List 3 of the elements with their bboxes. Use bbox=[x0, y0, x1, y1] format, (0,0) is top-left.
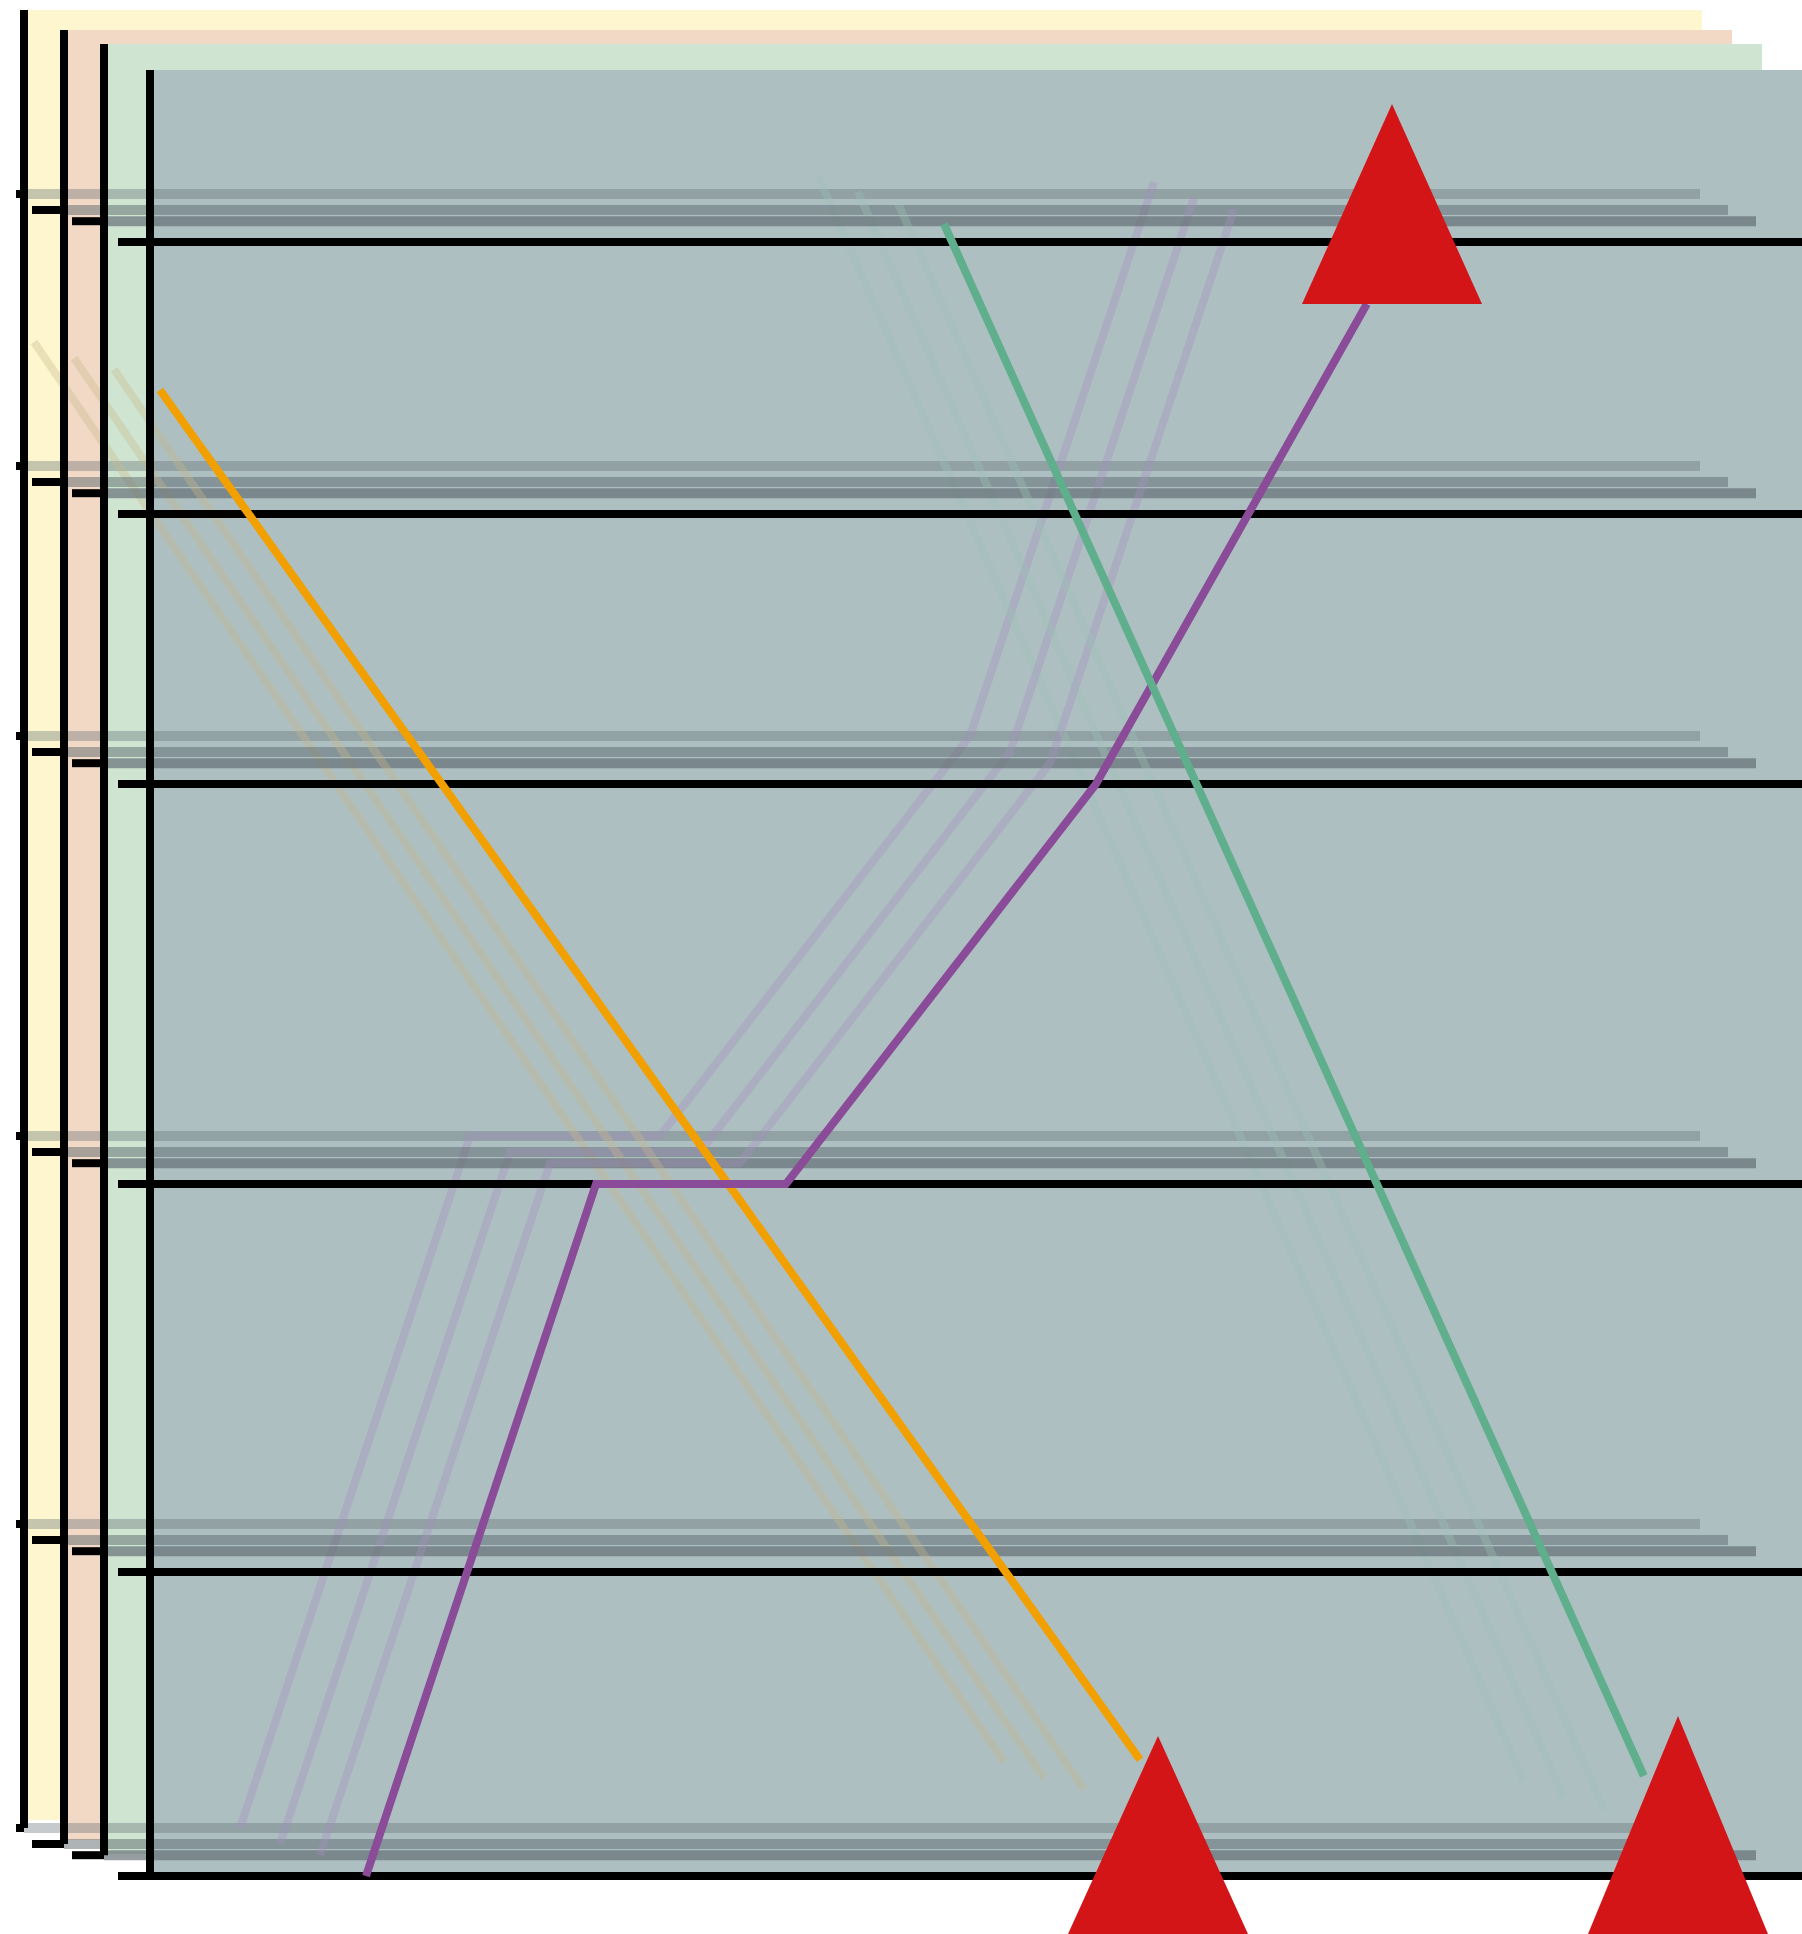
route-line bbox=[156, 387, 1144, 1763]
route-line bbox=[362, 302, 1371, 1878]
route-line bbox=[940, 222, 1648, 1778]
